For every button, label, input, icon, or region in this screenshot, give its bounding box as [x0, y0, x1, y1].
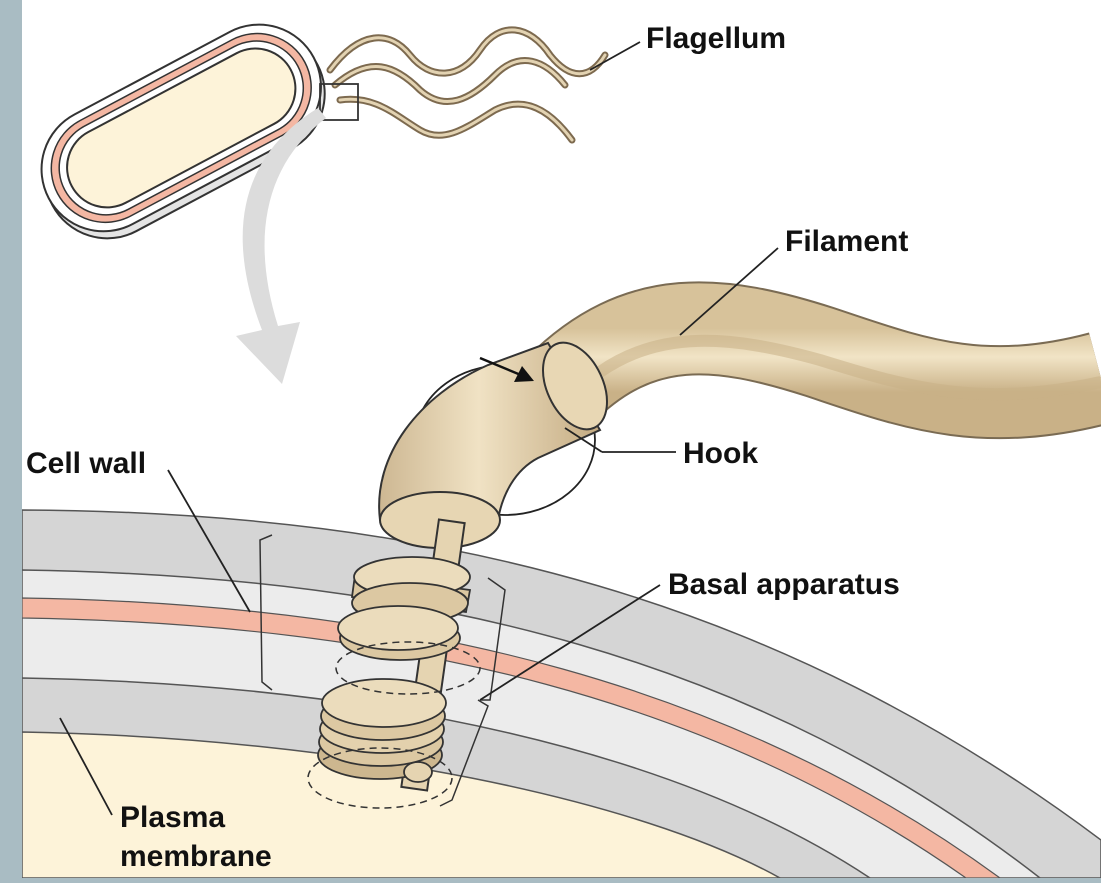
- label-hook: Hook: [683, 437, 758, 470]
- label-plasma-membrane-line2: membrane: [120, 840, 272, 873]
- label-flagellum: Flagellum: [646, 22, 786, 55]
- label-cell-wall: Cell wall: [26, 447, 146, 480]
- label-plasma-membrane-line1: Plasma: [120, 801, 225, 834]
- ring-pair-middle: [338, 606, 460, 660]
- label-basal-apparatus: Basal apparatus: [668, 568, 900, 601]
- label-filament: Filament: [785, 225, 908, 258]
